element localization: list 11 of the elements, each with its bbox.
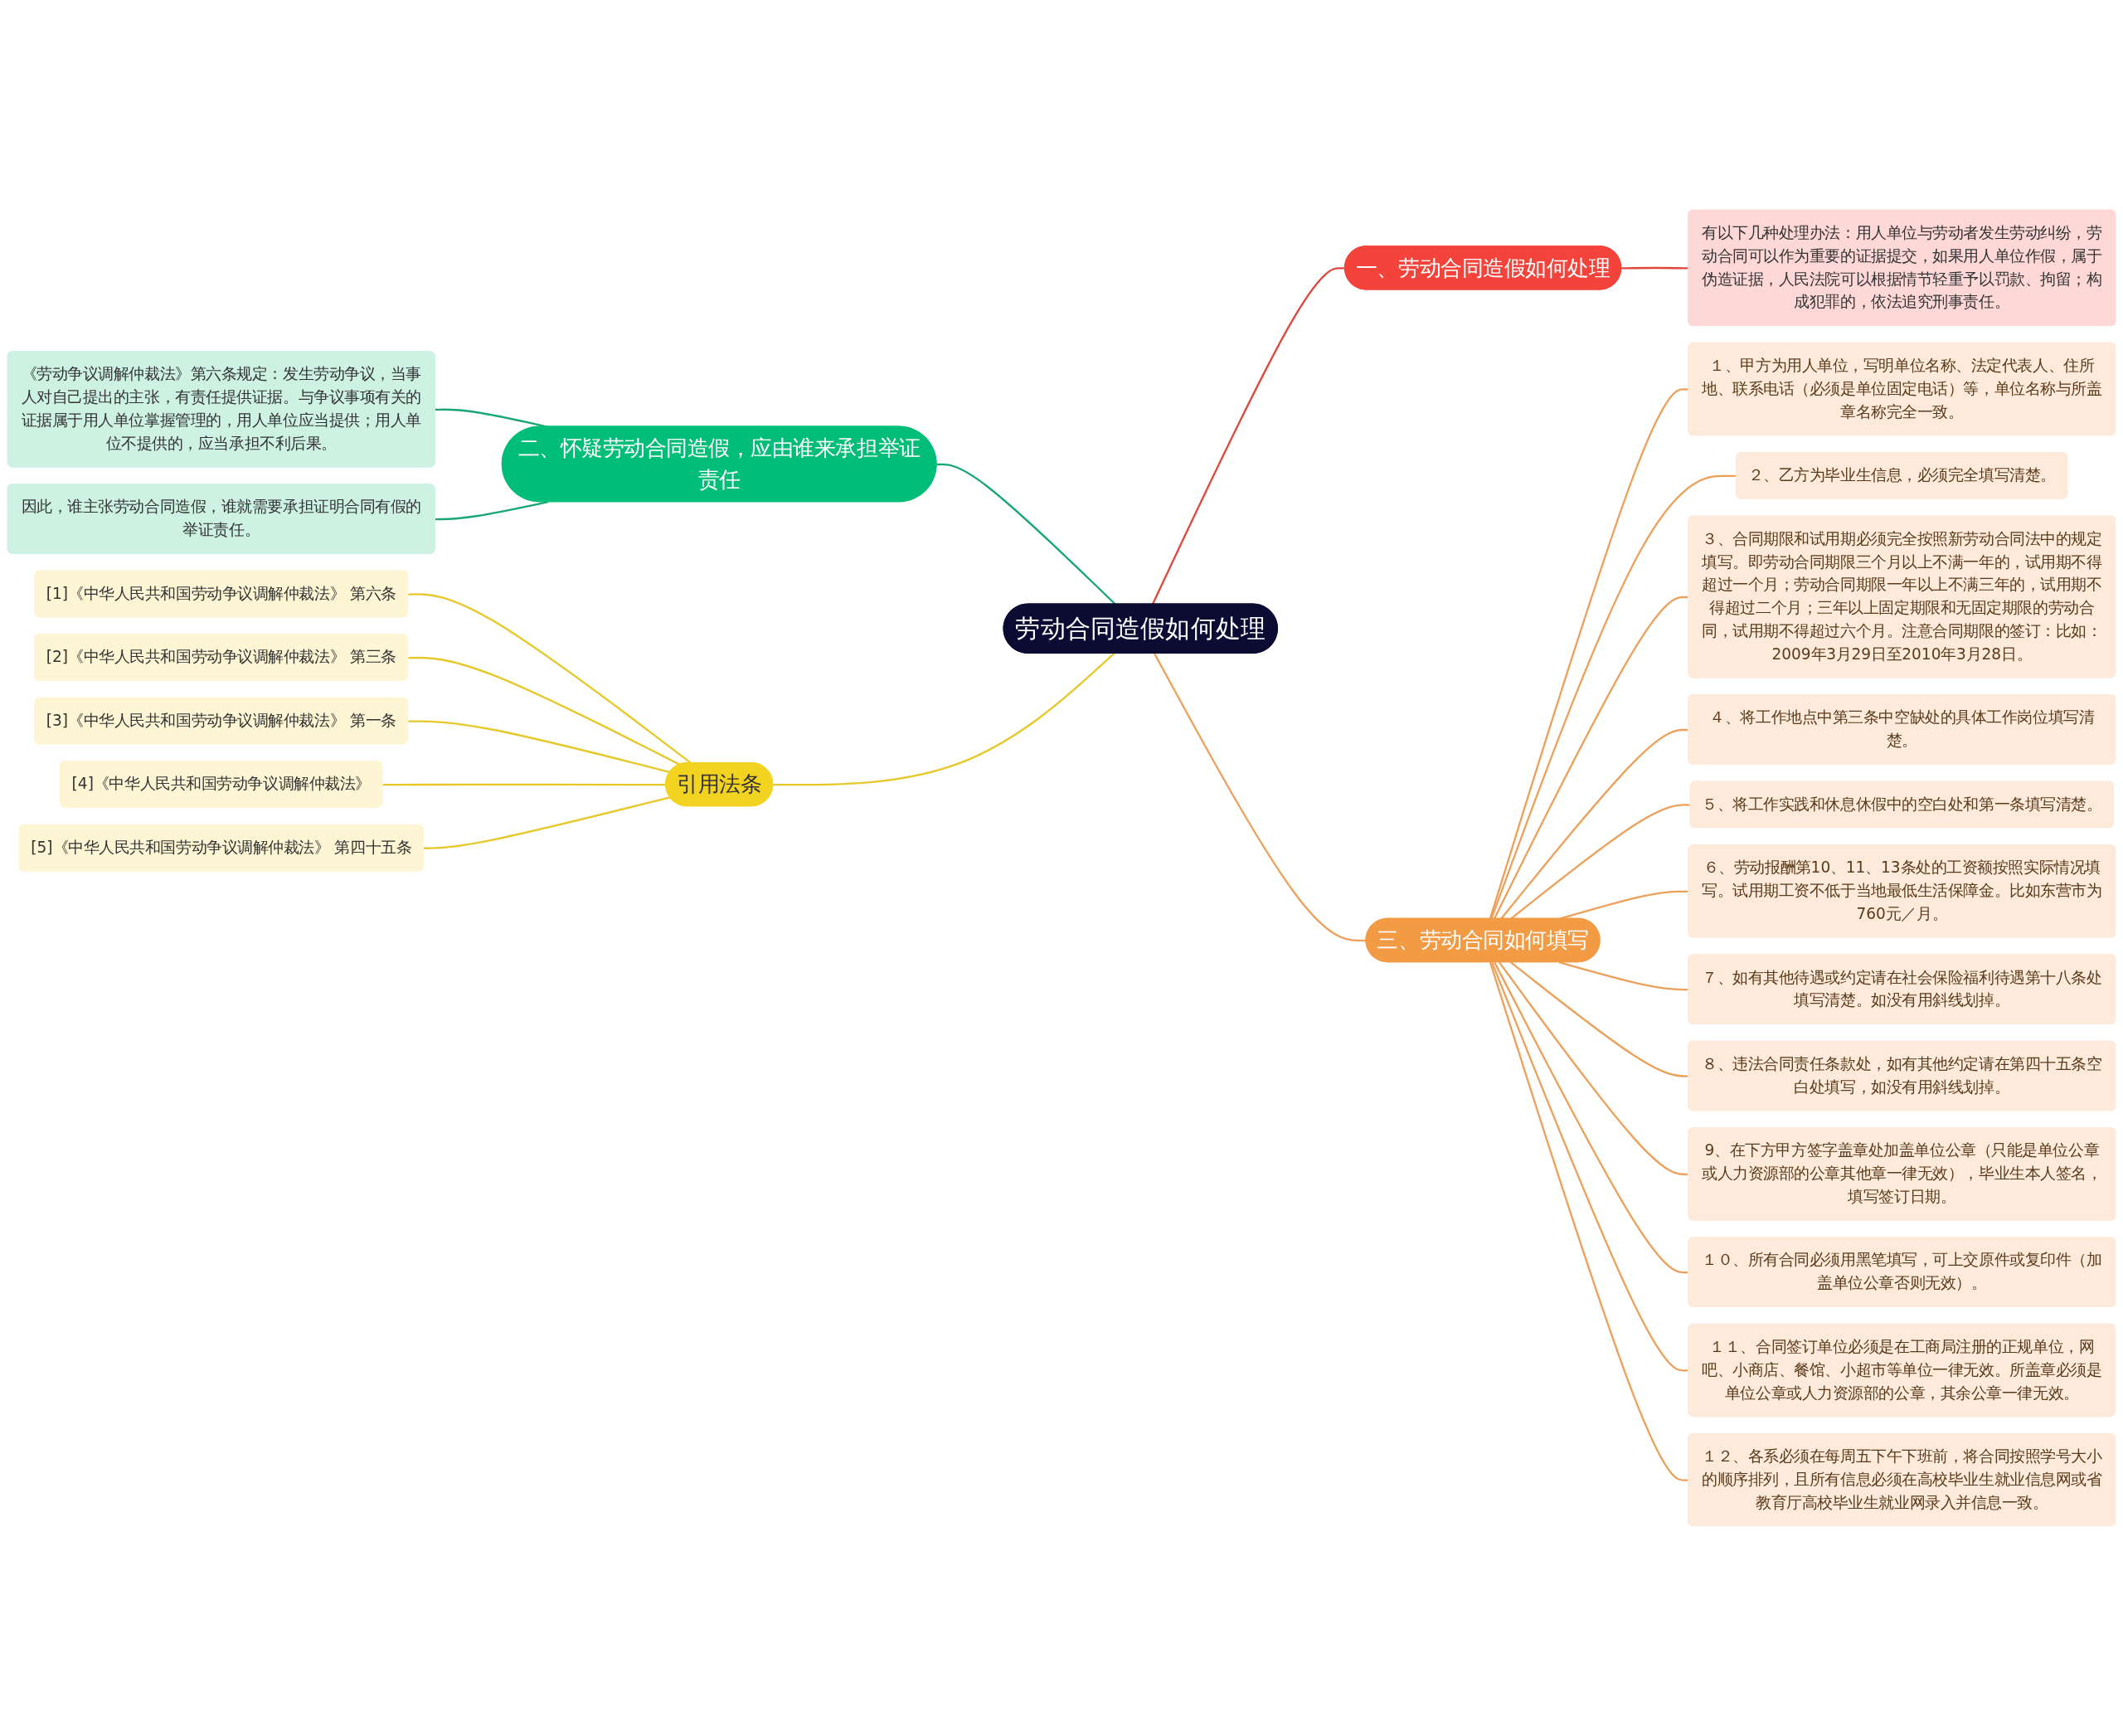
connector [435, 501, 549, 521]
connector [773, 653, 1115, 786]
connector [1154, 653, 1367, 942]
connector [408, 593, 692, 764]
connector [1500, 728, 1689, 920]
connector [423, 796, 671, 849]
connector [1489, 388, 1689, 920]
connector [1493, 596, 1689, 920]
connector [1509, 804, 1691, 920]
connector [408, 656, 681, 766]
connector [936, 463, 1116, 605]
